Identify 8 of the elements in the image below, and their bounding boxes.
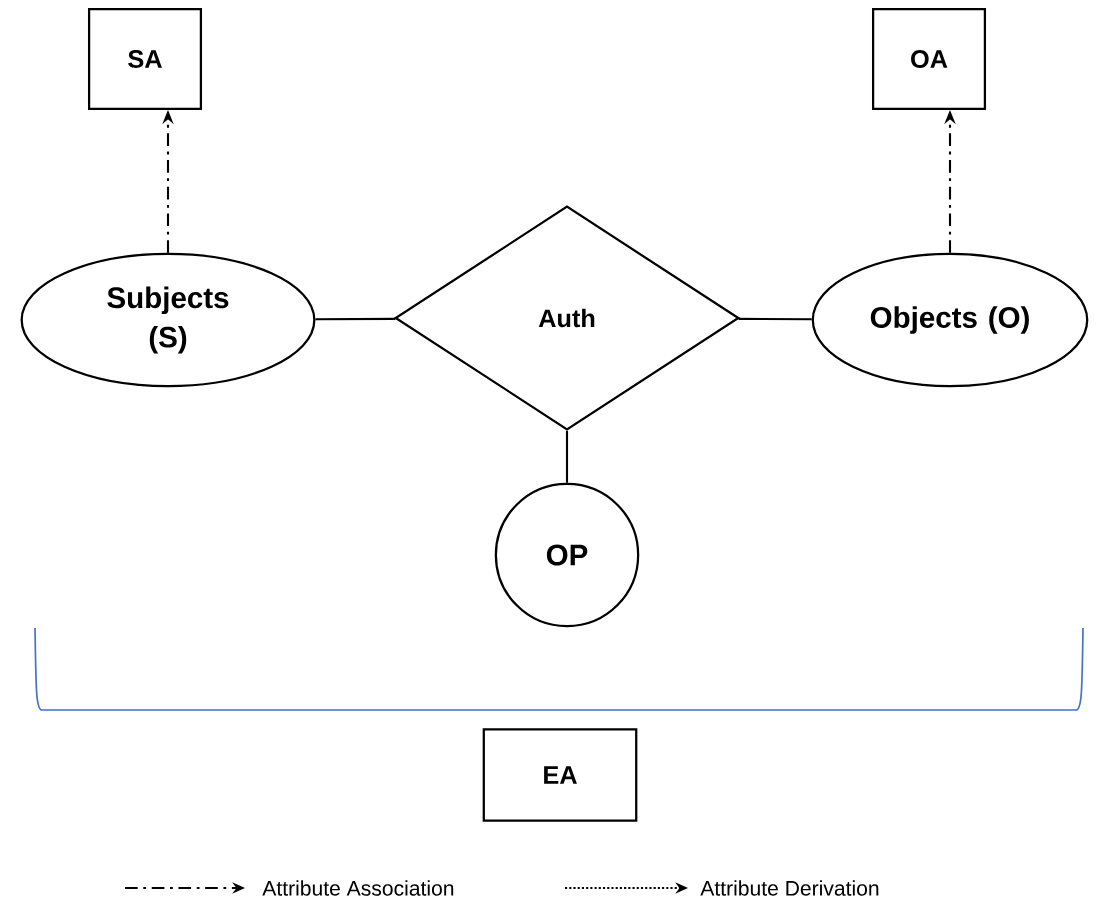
attribute-box: OA [872,8,987,110]
legend-text: Attribute Association [262,880,454,896]
connector-line [738,317,812,321]
connector-line [315,317,396,321]
attribute-box: EA [482,728,638,822]
legend-text: Attribute Derivation [700,880,879,896]
attribute-box: SA [88,8,203,110]
connector-line [565,430,569,483]
